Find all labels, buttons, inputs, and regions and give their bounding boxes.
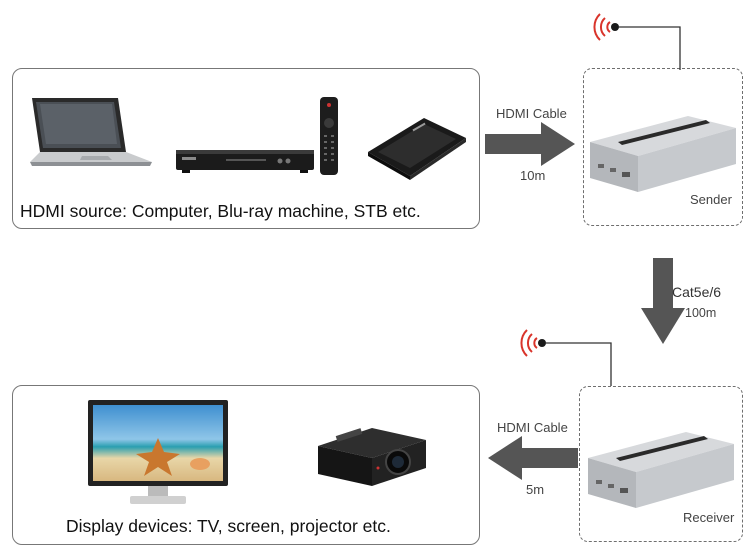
cat-cable-label: Cat5e/6 (672, 284, 722, 300)
hdmi-cable-out-label: HDMI Cable (497, 420, 568, 435)
hdmi-extender-box-icon (588, 432, 734, 508)
hdmi-cable-in-length: 10m (520, 168, 546, 183)
display-panel-caption: Display devices: TV, screen, projector e… (66, 516, 391, 536)
source-panel-caption: HDMI source: Computer, Blu-ray machine, … (20, 201, 421, 221)
projector-icon (318, 428, 426, 486)
arrow-down-icon (641, 258, 685, 344)
cat-cable-length: 100m (685, 306, 717, 320)
arrow-left-icon (488, 436, 578, 480)
arrow-right-icon (485, 122, 575, 166)
hdmi-extender-box-icon (590, 116, 736, 192)
ir-sensor-icon (593, 13, 681, 70)
hdmi-cable-in-label: HDMI Cable (496, 106, 567, 121)
receiver-label: Receiver (683, 510, 735, 525)
ir-sensor-icon (520, 329, 612, 386)
bluray-player-icon (176, 150, 314, 173)
set-top-box-icon (368, 118, 466, 180)
hdmi-cable-out-length: 5m (526, 482, 545, 497)
laptop-icon (30, 98, 152, 166)
remote-control-icon (320, 97, 338, 175)
tv-monitor-icon (88, 400, 228, 504)
sender-label: Sender (690, 192, 732, 207)
